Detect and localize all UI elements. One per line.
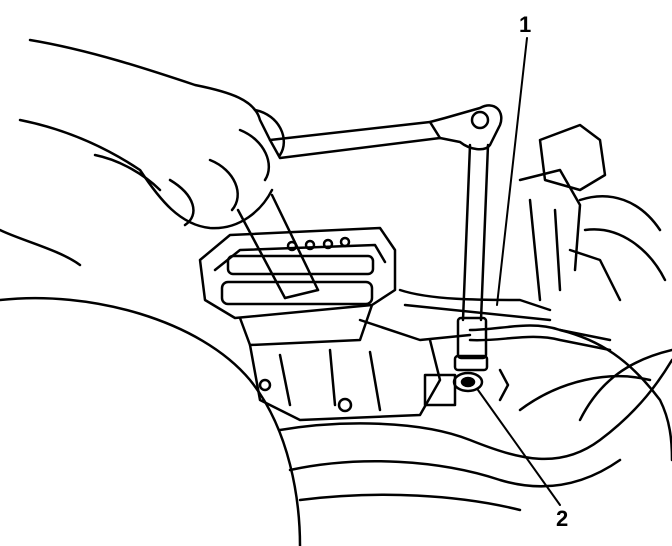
leader-line-1 bbox=[496, 37, 528, 306]
seat-cushion-outline bbox=[0, 228, 302, 546]
callout-number-2: 2 bbox=[556, 506, 569, 531]
ratchet-wrench bbox=[268, 104, 503, 160]
wiring-harness-bracket bbox=[518, 123, 667, 302]
fastener-bolt bbox=[452, 368, 510, 402]
socket-extension bbox=[453, 143, 490, 372]
floor-carpet-outline bbox=[278, 328, 672, 512]
callout-number-1: 1 bbox=[519, 12, 532, 37]
gear-shift-lever bbox=[236, 193, 320, 300]
hand-illustration bbox=[18, 38, 286, 230]
leader-line-2 bbox=[477, 389, 561, 506]
callout-leader-lines bbox=[477, 37, 561, 506]
shifter-mechanism bbox=[248, 288, 552, 422]
shift-cable bbox=[468, 324, 612, 352]
